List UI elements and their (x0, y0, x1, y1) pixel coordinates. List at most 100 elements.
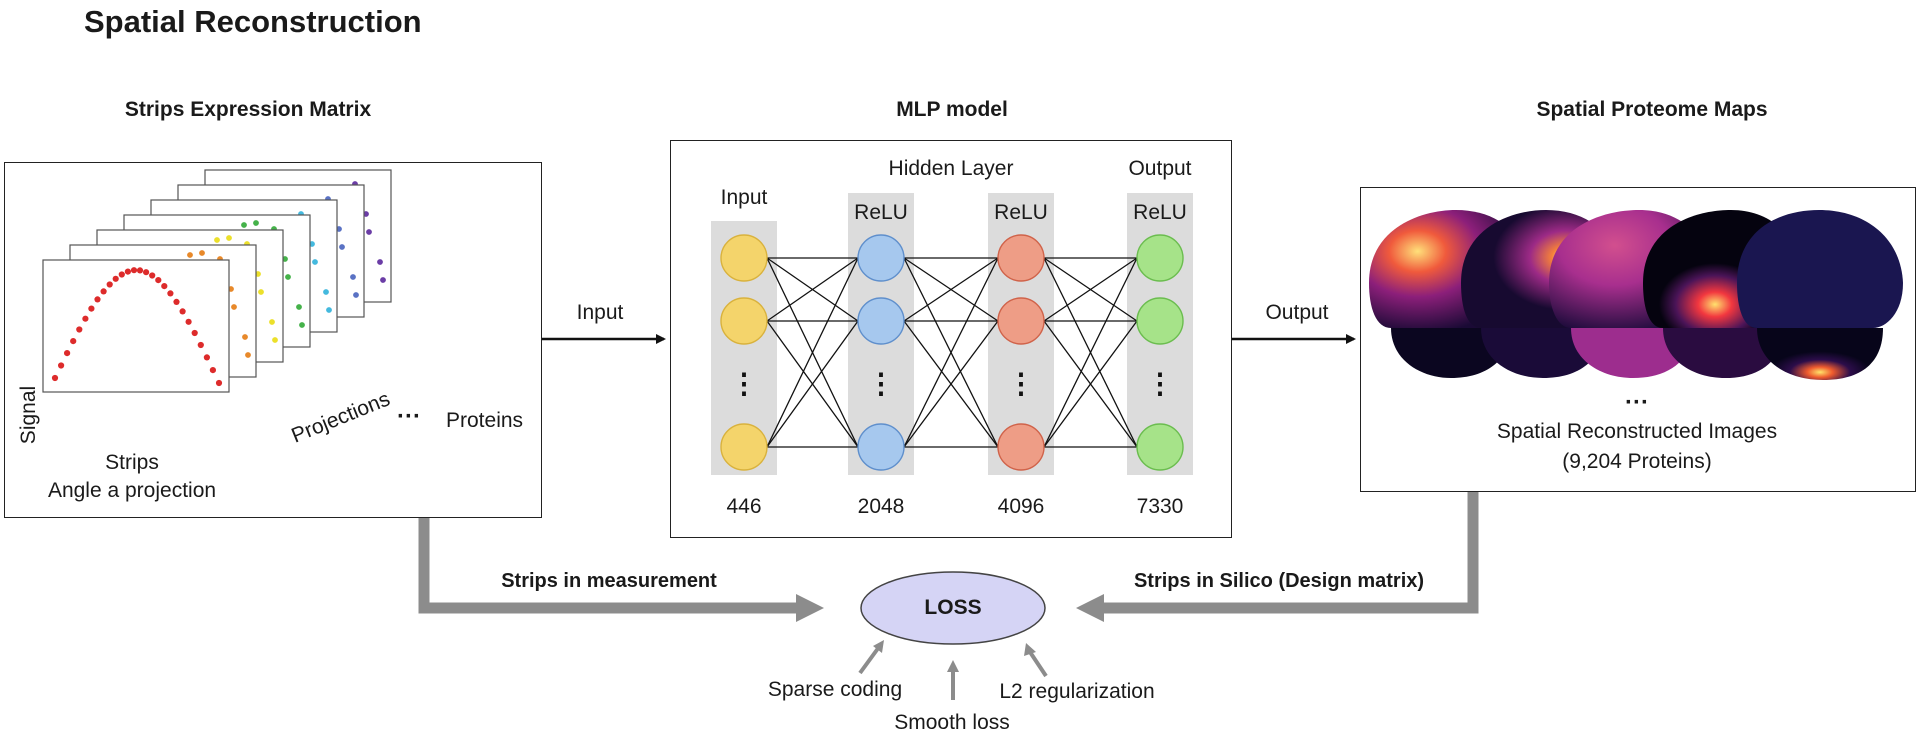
measurement-arrowhead (796, 594, 824, 622)
loss-term-smooth-loss: Smooth loss (894, 711, 1010, 734)
strip-dot (241, 222, 247, 228)
strip-dot (130, 267, 138, 274)
maps-panel: ··· Spatial Reconstructed Images (9,204 … (1360, 187, 1916, 492)
strip-dot (353, 292, 359, 298)
mlp-edge (1043, 257, 1138, 322)
mlp-node (720, 297, 768, 345)
strip-dot (187, 252, 193, 258)
mlp-node (857, 423, 905, 471)
hidden-layer-label: Hidden Layer (888, 157, 1014, 180)
strip-dot (242, 334, 248, 340)
layer-1-activation: ReLU (854, 201, 908, 224)
strip-dot (326, 307, 332, 313)
maps-ellipsis: ··· (1625, 389, 1649, 416)
strip-dot (58, 362, 65, 369)
strip-dot (167, 290, 174, 297)
proteome-map-5 (1737, 210, 1903, 380)
silico-arrowhead (1076, 594, 1104, 622)
strip-dot (124, 268, 131, 275)
strip-dot (70, 338, 77, 345)
strip-dot (197, 341, 204, 349)
mlp-heading: MLP model (896, 98, 1008, 121)
input-arrow-label: Input (576, 301, 624, 324)
strip-dot (339, 244, 345, 250)
mlp-node (1136, 423, 1184, 471)
strip-dot (82, 315, 89, 322)
strip-dot (231, 304, 237, 310)
silico-label: Strips in Silico (Design matrix) (1133, 570, 1425, 592)
mlp-node (857, 297, 905, 345)
strip-dot (285, 274, 291, 280)
layer-3-activation: ReLU (1133, 201, 1187, 224)
strip-dot (350, 274, 356, 280)
page-title: Spatial Reconstruction (84, 4, 422, 39)
strip-dot (258, 289, 264, 295)
strip-dot (76, 326, 83, 333)
strip-dot (191, 329, 198, 337)
mlp-node (720, 423, 768, 471)
strip-dot (296, 304, 302, 310)
strip-dot (106, 281, 113, 288)
signal-axis-label: Signal (17, 386, 40, 444)
strip-dot (118, 271, 125, 278)
mlp-panel: ⋮⋮⋮⋮ Hidden Layer Input Output ReLU ReLU… (670, 140, 1232, 538)
loss-term-sparse-coding: Sparse coding (767, 678, 903, 701)
mlp-node (997, 234, 1045, 282)
strip-dot (209, 367, 216, 374)
strip-dot (173, 298, 180, 305)
mlp-node (857, 234, 905, 282)
strip-dot (226, 235, 232, 241)
sparse-coding-arrowhead (873, 640, 884, 653)
l2-arrow (1028, 650, 1048, 678)
measurement-arrow (418, 518, 800, 614)
strip-dot (380, 277, 386, 283)
strips-caption: Angle a projection (47, 479, 217, 502)
mlp-ellipsis: ⋮ (1007, 368, 1035, 399)
strip-dot (272, 337, 278, 343)
strip-dot (203, 354, 210, 361)
strips-ellipsis: ··· (397, 403, 421, 430)
mlp-edge (766, 257, 859, 322)
strip-dot (215, 379, 223, 387)
strips-axis-label: Strips (105, 451, 159, 474)
output-arrow-label: Output (1265, 301, 1329, 324)
mlp-edge (903, 320, 999, 448)
mlp-edge (1043, 320, 1138, 448)
mlp-edge (903, 257, 999, 322)
strips-panel: Signal Projections ··· Proteins Strips A… (4, 162, 542, 518)
layer-input-label: Input (720, 186, 768, 209)
strip-dot (366, 229, 372, 235)
mlp-ellipsis: ⋮ (867, 368, 895, 399)
silico-arrow (1100, 491, 1479, 614)
strips-heading: Strips Expression Matrix (124, 98, 372, 121)
mlp-node (1136, 234, 1184, 282)
mlp-ellipsis: ⋮ (1146, 368, 1174, 399)
proteins-label: Proteins (446, 409, 523, 432)
mlp-ellipsis: ⋮ (730, 368, 758, 399)
mlp-node (1136, 297, 1184, 345)
strip-dot (269, 319, 275, 325)
strip-dot (149, 272, 156, 279)
strip-dot (323, 289, 329, 295)
strip-dot (64, 350, 71, 357)
mlp-network: ⋮ ⋮ ⋮ ⋮ (711, 193, 1193, 475)
strip-card-0 (42, 259, 230, 393)
sparse-coding-arrow (858, 645, 881, 675)
loss-term-l2-regularization: L2 regularization (999, 680, 1155, 703)
measurement-label: Strips in measurement (501, 570, 717, 592)
loss-ellipse (860, 571, 1046, 645)
proteome-maps: ··· (1369, 210, 1903, 416)
strip-dot (179, 308, 186, 315)
strip-dot (94, 296, 101, 303)
mlp-node (997, 423, 1045, 471)
mlp-node (720, 234, 768, 282)
layer-3-size: 7330 (1136, 495, 1184, 518)
strip-dot (199, 250, 205, 256)
strip-dot (245, 352, 251, 358)
strip-dot (143, 269, 150, 276)
strip-dot (161, 283, 168, 290)
strip-dot (185, 318, 192, 325)
strip-dot (136, 267, 144, 274)
mlp-edge (766, 320, 859, 448)
